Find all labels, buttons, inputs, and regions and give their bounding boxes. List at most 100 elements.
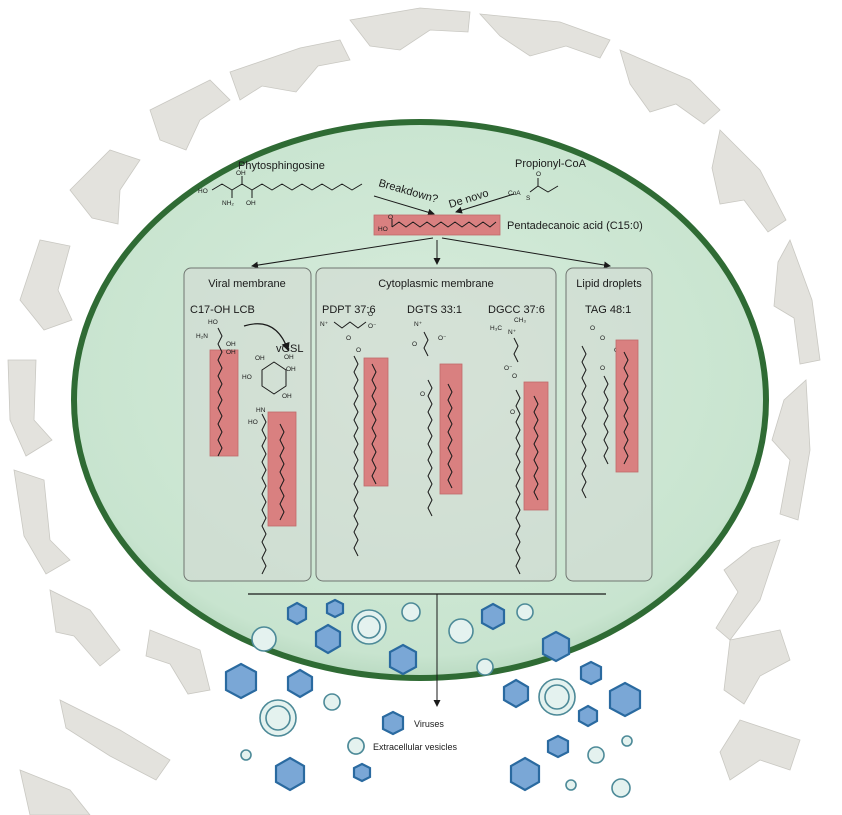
virus-particle [577,704,599,728]
c17-oh-lcb-structure: HO H₂N OH OH [196,319,236,457]
arrow-to-droplets [441,237,611,269]
virus-particle [286,601,308,626]
oh-label: OH [226,349,236,356]
tag-chains [581,345,629,499]
virus-legend-icon [381,710,405,736]
ho-label: HO [208,319,218,326]
cell-wall [7,7,821,815]
lipid-dgts: DGTS 33:1 [407,304,462,316]
cytoplasmic-membrane-box [315,267,557,582]
ho-label: HO [198,188,208,195]
dgts-chains [427,379,453,517]
oh-label: OH [286,366,296,373]
coa-label: CoA [508,190,521,197]
n-plus-label: N⁺ [414,321,423,328]
o-label: O [388,214,393,221]
viruses [224,598,642,792]
o-label: O [420,391,425,398]
virus-particle [325,598,345,619]
vesicle [265,705,291,731]
virus-particle [224,662,258,700]
o-label: O [368,311,373,318]
o-minus-label: O⁻ [438,335,447,342]
o-label: O [356,347,361,354]
viral-membrane-title: Viral membrane [208,278,285,290]
vesicle [516,603,534,621]
dgts-chain-highlight [439,363,463,495]
vesicle [587,746,605,764]
oh-label: OH [236,170,246,177]
phytosphingosine-structure: HO OH NH₂ OH [198,170,363,207]
virus-particle [541,630,571,663]
ch3-label: CH₃ [514,317,526,324]
propionyl-coa-structure: CoA S O [508,171,559,202]
nh2-label: NH₂ [222,200,234,207]
h3c-label: H₃C [490,325,502,332]
vesicle [357,615,381,639]
cytoplasmic-membrane-title: Cytoplasmic membrane [378,278,494,290]
o-minus-label: O⁻ [368,323,377,330]
h2n-label: H₂N [196,333,208,340]
oh-label: OH [246,200,256,207]
ho-label: HO [378,226,388,233]
vesicle [565,779,577,791]
pdpt-chains [353,355,377,557]
ho-label: HO [242,374,252,381]
vesicle [621,735,633,747]
oh-label: OH [255,355,265,362]
virus-particle [314,623,342,655]
lipid-pdpt: PDPT 37:6 [322,304,376,316]
virus-particle [352,762,372,783]
lcb-chain-highlight [209,349,239,457]
product-label: Pentadecanoic acid (C15:0) [507,220,643,232]
lipid-dgcc: DGCC 37:6 [488,304,545,316]
pentadecanoic-structure: HO O [378,214,497,233]
vesicle [240,749,252,761]
legend-viruses-label: Viruses [414,719,444,729]
dgcc-chain-highlight [523,381,549,511]
n-plus-label: N⁺ [320,321,329,328]
s-label: S [526,195,531,202]
vesicle [323,693,341,711]
vesicle [448,618,474,644]
oh-label: OH [226,341,236,348]
vesicle [251,626,277,652]
precursor-right-label: Propionyl-CoA [515,158,587,170]
extracellular-vesicles [240,602,633,798]
vesicle [544,684,570,710]
vesicle-legend-icon [347,737,365,755]
o-label: O [412,341,417,348]
lipid-tag: TAG 48:1 [585,304,631,316]
precursor-left-label: Phytosphingosine [238,160,325,172]
virus-particle [480,602,506,631]
lcb-to-vgsl-arrow [243,323,290,352]
vgsl-label: vGSL [276,343,304,355]
virus-particle [502,678,530,709]
o-label: O [510,409,515,416]
pdpt-chain-highlight [363,357,389,487]
breakdown-arrow [373,195,435,216]
lipid-c17-oh-lcb: C17-OH LCB [190,304,255,316]
n-plus-label: N⁺ [508,329,517,336]
de-novo-arrow [455,193,515,214]
virus-particle [579,660,603,686]
lipid-droplets-title: Lipid droplets [576,278,642,290]
o-label: O [512,373,517,380]
o-label: O [600,335,605,342]
virus-particle [509,756,541,792]
vesicle [476,658,494,676]
virus-particle [274,756,306,792]
o-label: O [346,335,351,342]
vgsl-chains [261,413,285,575]
arrow-to-viral [251,237,434,269]
o-minus-label: O⁻ [504,365,513,372]
vesicle [401,602,421,622]
virus-particle [388,643,418,676]
dgcc-chains [515,389,539,575]
o-label: O [536,171,541,178]
o-label: O [600,365,605,372]
virus-particle [546,734,570,759]
virus-particle [286,668,314,699]
